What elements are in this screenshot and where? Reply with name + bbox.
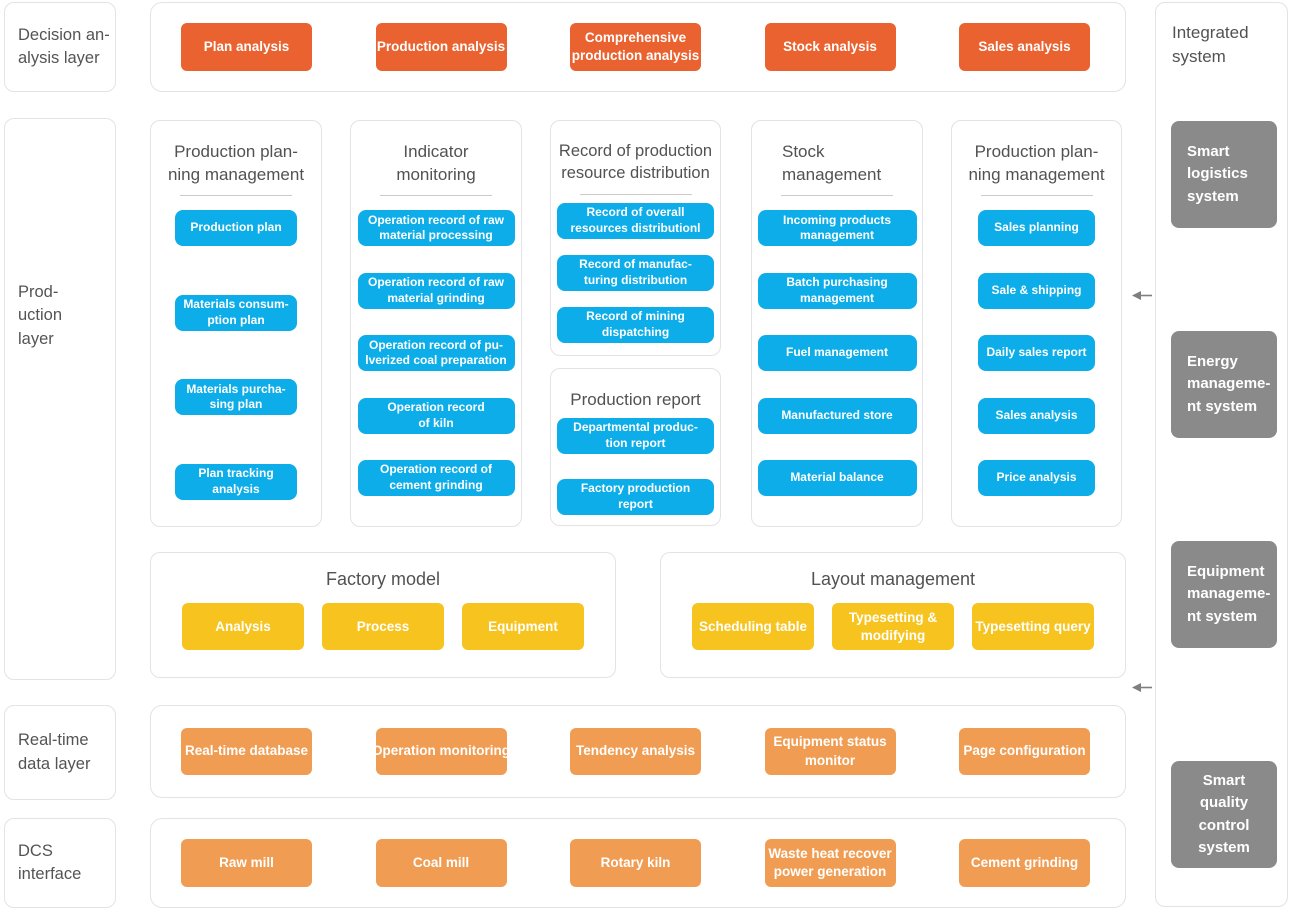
title-underline — [781, 195, 893, 197]
process-button[interactable]: Process — [322, 603, 444, 650]
layout-management-card: Layout management Scheduling table Types… — [660, 552, 1126, 678]
dcs-interface-layer-label: DCS interface — [18, 841, 82, 883]
production-layer-label: Prod- uction layer — [18, 283, 63, 348]
equipment-management-system-box[interactable]: Equipment manageme- nt system — [1171, 541, 1277, 648]
price-analysis-button[interactable]: Price analysis — [978, 459, 1095, 496]
typesetting-query-button[interactable]: Typesetting query — [972, 603, 1094, 650]
indicator-monitoring-card: Indicator monitoring Operation record of… — [350, 120, 522, 527]
record-production-resource-distribution-card: Record of production resource distributi… — [550, 120, 721, 356]
title-underline — [180, 195, 292, 197]
left-arrow-icon — [1132, 291, 1152, 300]
operation-record-raw-material-processing-button[interactable]: Operation record of raw material process… — [357, 210, 515, 247]
equipment-status-monitor-button[interactable]: Equipment status monitor — [764, 728, 896, 775]
coal-mill-button[interactable]: Coal mill — [375, 839, 507, 887]
production-report-title: Production report — [570, 390, 701, 409]
plan-analysis-button[interactable]: Plan analysis — [181, 23, 312, 71]
sales-planning-management-card: Production plan- ning management Sales p… — [951, 120, 1122, 527]
departmental-production-report-button[interactable]: Departmental produc- tion report — [557, 417, 714, 454]
title-underline — [980, 195, 1093, 197]
factory-production-report-button[interactable]: Factory production report — [557, 479, 714, 515]
operation-record-of-kiln-button[interactable]: Operation record of kiln — [357, 397, 515, 434]
raw-mill-button[interactable]: Raw mill — [181, 839, 312, 887]
materials-purchasing-plan-button[interactable]: Materials purcha- sing plan — [175, 379, 297, 416]
production-analysis-button[interactable]: Production analysis — [375, 23, 507, 71]
realtime-data-layer-label: Real-time data layer — [18, 731, 91, 773]
scheduling-table-button[interactable]: Scheduling table — [692, 603, 814, 650]
sales-analysis-module-button[interactable]: Sales analysis — [978, 397, 1095, 434]
sales-analysis-button[interactable]: Sales analysis — [959, 23, 1090, 71]
sale-shipping-button[interactable]: Sale & shipping — [978, 272, 1095, 309]
realtime-data-layer-box: Real-time data layer — [4, 705, 116, 800]
stock-analysis-button[interactable]: Stock analysis — [764, 23, 896, 71]
materials-consumption-plan-button[interactable]: Materials consum- ption plan — [175, 294, 297, 331]
decision-analysis-layer-box: Decision an- alysis layer — [4, 2, 116, 92]
factory-model-title: Factory model — [325, 569, 441, 589]
production-planning-management-card: Production plan- ning management Product… — [150, 120, 322, 527]
smart-logistics-system-box[interactable]: Smart logistics system — [1171, 121, 1277, 228]
operation-monitoring-button[interactable]: Operation monitoring — [375, 728, 507, 775]
tendency-analysis-button[interactable]: Tendency analysis — [570, 728, 701, 775]
batch-purchasing-management-button[interactable]: Batch purchasing management — [757, 272, 917, 309]
indicator-monitoring-title: Indicator monitoring — [396, 142, 476, 184]
page-configuration-button[interactable]: Page configuration — [959, 728, 1090, 775]
plan-tracking-analysis-button[interactable]: Plan tracking analysis — [175, 464, 297, 500]
real-time-database-button[interactable]: Real-time database — [181, 728, 312, 775]
production-report-card: Production report Departmental produc- t… — [550, 368, 721, 526]
dcs-interface-row-card: Raw mill Coal mill Rotary kiln Waste hea… — [150, 818, 1126, 908]
stock-management-title: Stock management — [782, 142, 882, 184]
production-plan-button[interactable]: Production plan — [175, 210, 297, 247]
daily-sales-report-button[interactable]: Daily sales report — [978, 335, 1095, 372]
production-planning-management-title: Production plan- ning management — [167, 142, 305, 184]
factory-model-card: Factory model Analysis Process Equipment — [150, 552, 616, 678]
sales-planning-management-title: Production plan- ning management — [968, 142, 1105, 184]
dcs-interface-layer-box: DCS interface — [4, 818, 116, 908]
layout-management-title: Layout management — [810, 569, 976, 589]
record-overall-resources-distribution-button[interactable]: Record of overall resources distribution… — [557, 202, 714, 239]
cement-grinding-button[interactable]: Cement grinding — [959, 839, 1090, 887]
integrated-system-title: Integrated system — [1172, 23, 1249, 66]
comprehensive-production-analysis-button[interactable]: Comprehensive production analysis — [570, 23, 701, 71]
title-underline — [579, 193, 692, 195]
left-arrow-icon — [1132, 683, 1152, 692]
typesetting-modifying-button[interactable]: Typesetting & modifying — [832, 603, 954, 650]
analysis-button[interactable]: Analysis — [182, 603, 304, 650]
manufactured-store-button[interactable]: Manufactured store — [757, 397, 917, 434]
rotary-kiln-button[interactable]: Rotary kiln — [570, 839, 701, 887]
fuel-management-button[interactable]: Fuel management — [757, 335, 917, 372]
incoming-products-management-button[interactable]: Incoming products management — [757, 210, 917, 247]
record-production-resource-distribution-title: Record of production resource distributi… — [558, 142, 713, 182]
operation-record-pulverized-coal-preparation-button[interactable]: Operation record of pu- lverized coal pr… — [357, 335, 515, 372]
record-mining-dispatching-button[interactable]: Record of mining dispatching — [557, 307, 714, 343]
material-balance-button[interactable]: Material balance — [757, 459, 917, 496]
title-underline — [380, 195, 492, 197]
production-layer-box: Prod- uction layer — [4, 118, 116, 680]
energy-management-system-box[interactable]: Energy manageme- nt system — [1171, 331, 1277, 438]
operation-record-cement-grinding-button[interactable]: Operation record of cement grinding — [357, 459, 515, 496]
record-manufacturing-distribution-button[interactable]: Record of manufac- turing distribution — [557, 254, 714, 291]
realtime-data-row-card: Real-time database Operation monitoring … — [150, 705, 1126, 798]
smart-quality-control-system-box[interactable]: Smart quality control system — [1171, 761, 1277, 868]
waste-heat-recovery-power-generation-button[interactable]: Waste heat recover power generation — [764, 839, 896, 887]
stock-management-card: Stock management Incoming products manag… — [751, 120, 923, 527]
integrated-system-panel: Integrated system Smart logistics system… — [1155, 2, 1288, 907]
sales-planning-button[interactable]: Sales planning — [978, 210, 1095, 247]
operation-record-raw-material-grinding-button[interactable]: Operation record of raw material grindin… — [357, 272, 515, 309]
equipment-button[interactable]: Equipment — [462, 603, 584, 650]
decision-analysis-row-card: Plan analysis Production analysis Compre… — [150, 2, 1126, 92]
decision-analysis-layer-label: Decision an- alysis layer — [18, 25, 110, 67]
